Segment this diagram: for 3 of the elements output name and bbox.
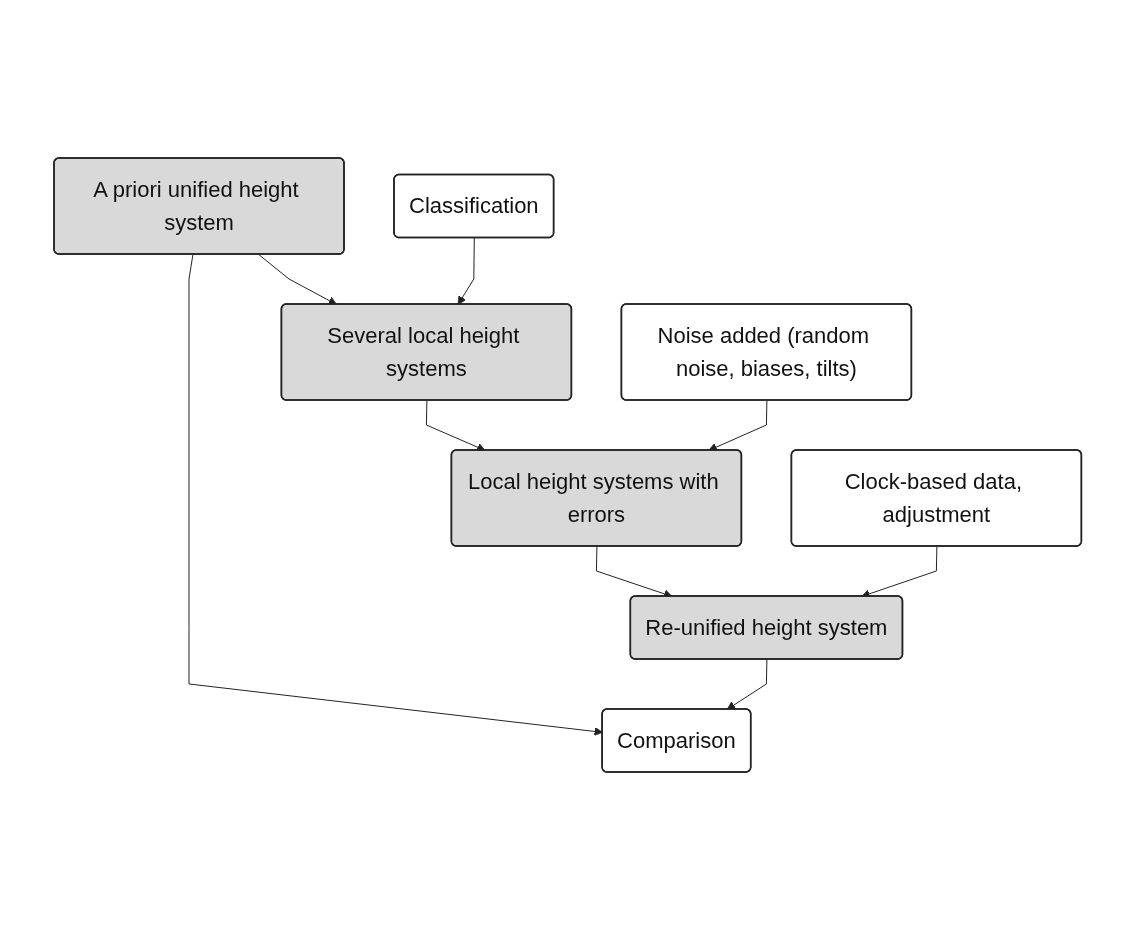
arrow (726, 659, 768, 710)
arrow (457, 237, 475, 305)
arrow (258, 254, 337, 305)
